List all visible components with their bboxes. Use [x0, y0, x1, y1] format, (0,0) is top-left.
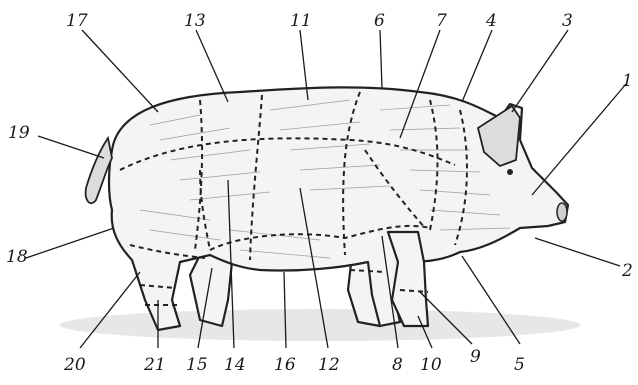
label-2: 2	[621, 261, 633, 281]
label-6: 6	[374, 11, 385, 31]
label-17: 17	[66, 11, 88, 31]
label-15: 15	[186, 355, 208, 375]
label-7: 7	[436, 11, 447, 31]
label-8: 8	[392, 355, 403, 375]
label-18: 18	[6, 247, 28, 267]
label-1: 1	[622, 71, 633, 91]
label-21: 21	[143, 355, 166, 375]
label-11: 11	[290, 11, 312, 31]
label-3: 3	[562, 11, 573, 31]
label-5: 5	[514, 355, 525, 375]
label-20: 20	[63, 355, 86, 375]
snout	[557, 203, 567, 221]
label-13: 13	[184, 11, 206, 31]
ground-shadow	[60, 309, 580, 341]
label-10: 10	[420, 355, 442, 375]
label-16: 16	[274, 355, 296, 375]
label-9: 9	[470, 347, 481, 367]
label-12: 12	[318, 355, 340, 375]
eye	[507, 169, 513, 175]
label-4: 4	[485, 11, 497, 31]
tail	[86, 138, 112, 203]
label-19: 19	[8, 123, 30, 143]
label-14: 14	[224, 355, 246, 375]
